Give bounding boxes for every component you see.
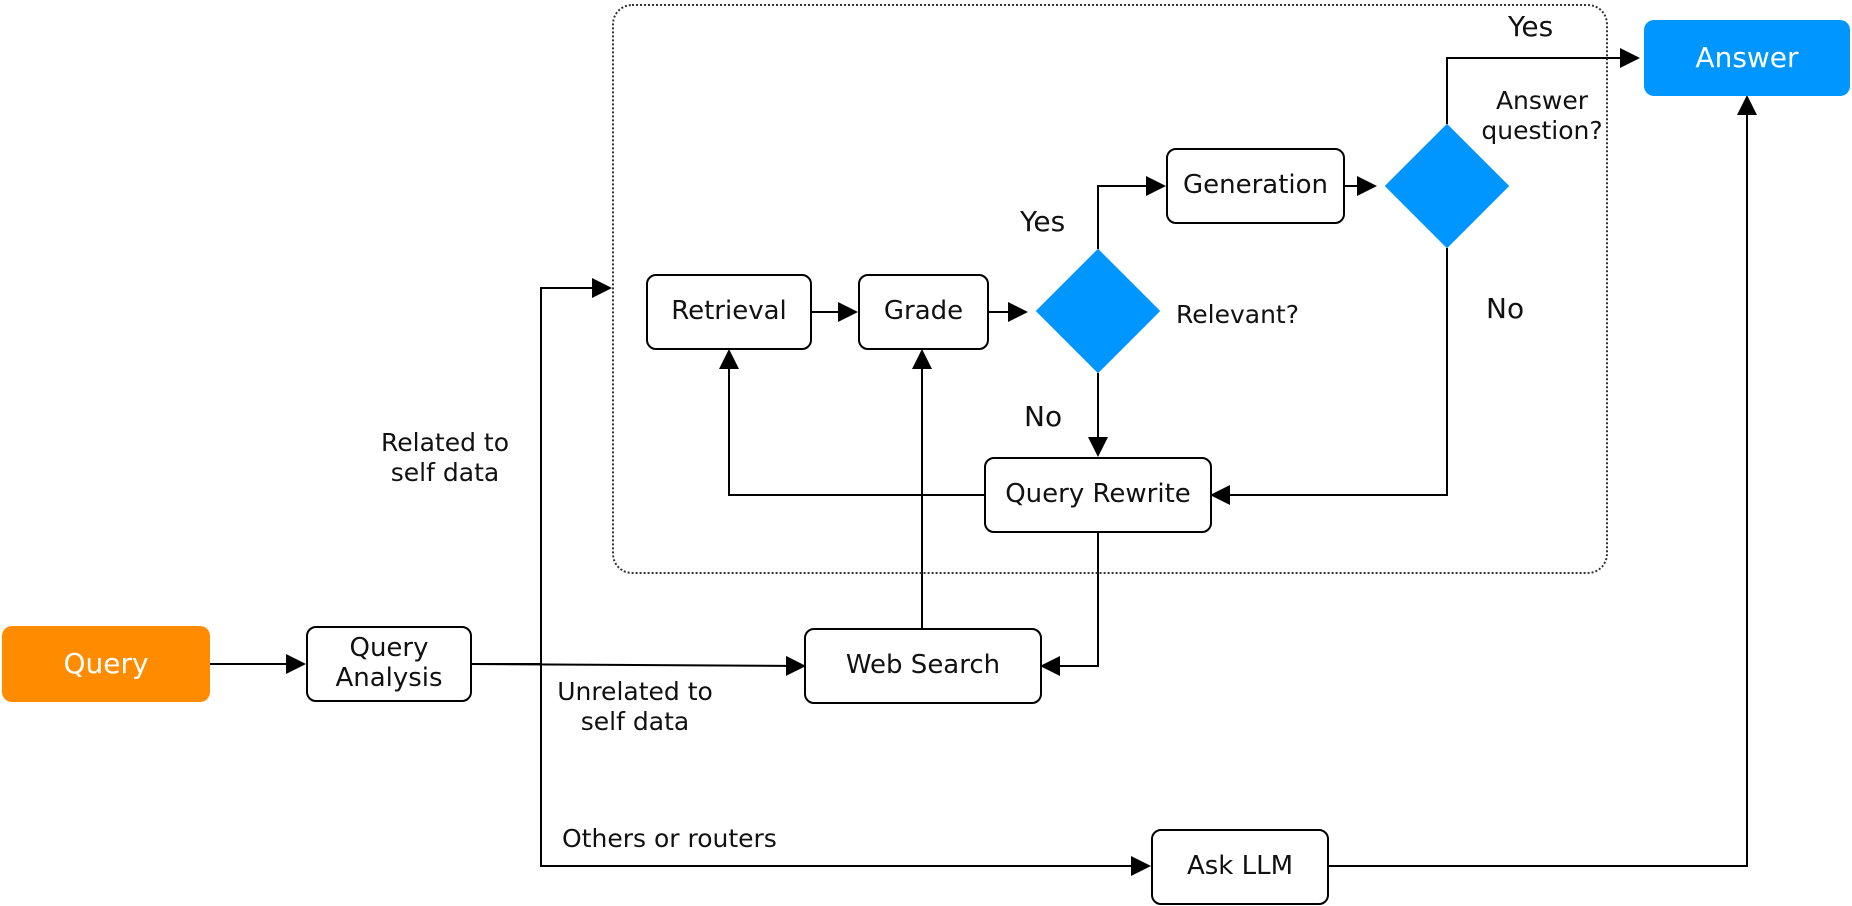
edge-ask-llm-to-answer [1329,95,1757,867]
ask-llm-label: Ask LLM [1186,851,1294,882]
answer-question-no-label: No [1486,292,1525,325]
query-analysis-label: Query Analysis [335,633,443,693]
others-or-routers-label: Others or routers [562,824,777,853]
query-rewrite-node: Query Rewrite [984,457,1212,533]
relevant-no-label: No [1024,400,1063,433]
answer-question-caption: Answer question? [1481,86,1603,145]
edge-answer-question-yes-to-answer [1446,48,1640,124]
answer-node: Answer [1644,20,1850,96]
related-to-self-data-label: Related to self data [381,428,509,487]
relevant-caption: Relevant? [1176,300,1299,329]
edge-rewrite-to-web-search [1040,533,1099,676]
web-search-node: Web Search [804,628,1042,704]
answer-question-yes-label: Yes [1508,10,1554,43]
retrieval-node: Retrieval [646,274,812,350]
edge-analysis-to-retrieval-loop [472,278,612,665]
query-analysis-node: Query Analysis [306,626,472,702]
retrieval-label: Retrieval [671,296,787,327]
grade-label: Grade [883,296,964,327]
query-node: Query [2,626,210,702]
generation-node: Generation [1166,148,1345,224]
query-label: Query [63,646,149,680]
ask-llm-node: Ask LLM [1151,829,1329,905]
web-search-label: Web Search [845,650,1001,681]
edge-relevant-yes-to-generation [1097,176,1166,249]
generation-label: Generation [1182,170,1329,201]
grade-node: Grade [858,274,989,350]
unrelated-to-self-data-label: Unrelated to self data [557,677,713,736]
answer-label: Answer [1695,40,1799,74]
retrieval-loop-container [612,4,1608,574]
edge-answer-question-no-to-rewrite [1210,248,1448,505]
edge-analysis-to-ask-llm [540,664,1151,876]
query-rewrite-label: Query Rewrite [1005,479,1191,510]
relevant-yes-label: Yes [1020,205,1066,238]
edge-rewrite-to-retrieval [719,349,984,496]
